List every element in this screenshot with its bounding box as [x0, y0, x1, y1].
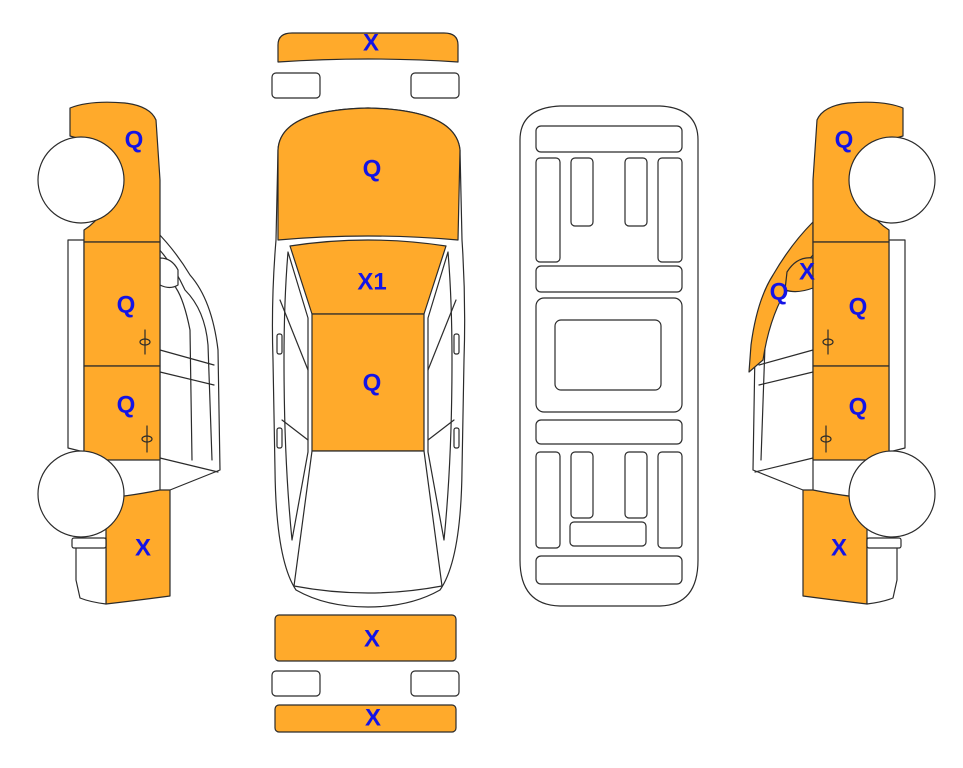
right-rear-door-handle — [820, 425, 832, 453]
label-rear-bumper-lower: X — [365, 704, 381, 731]
underside-front-left-arm — [570, 157, 594, 227]
left-belt-line-1 — [159, 349, 215, 366]
top-right-door-line-2 — [427, 419, 455, 441]
underside-rear-right-rail — [657, 451, 683, 549]
top-right-handle — [453, 427, 460, 449]
damage-labels: X Q X1 Q X X Q Q Q X Q X Q Q Q X — [117, 29, 868, 731]
underside-front-left-rail — [535, 157, 561, 263]
front-bumper-panel — [277, 32, 459, 63]
label-right-a-pillar-q: Q — [770, 278, 789, 305]
label-left-rear-door: Q — [117, 391, 136, 418]
top-left-door-line-2 — [281, 419, 309, 441]
left-front-wheel — [37, 136, 125, 224]
left-rear-lamp — [71, 537, 107, 549]
label-front-bumper: X — [363, 29, 379, 56]
underside-rear-right-arm — [624, 451, 648, 519]
left-mirror — [159, 257, 179, 289]
label-hood: Q — [363, 155, 382, 182]
right-rear-wheel — [848, 450, 936, 538]
underside-front-right-arm — [624, 157, 648, 227]
right-belt-line-1 — [758, 349, 814, 366]
left-body-outline — [67, 239, 85, 453]
underside-rear-crossmember — [535, 555, 683, 585]
left-belt-line-2 — [159, 371, 215, 386]
left-sill-line — [159, 457, 219, 473]
underside-rear-left-rail — [535, 451, 561, 549]
label-right-rear-quarter: X — [831, 534, 847, 561]
rear-window — [293, 450, 443, 594]
label-roof: Q — [363, 369, 382, 396]
left-rear-door-handle — [141, 425, 153, 453]
roof-panel — [311, 313, 425, 452]
rear-left-lamp — [271, 670, 321, 697]
left-rear-wheel — [37, 450, 125, 538]
left-cabin — [154, 229, 221, 496]
right-front-wheel — [848, 136, 936, 224]
right-side-view — [748, 101, 936, 605]
underside-front-right-rail — [657, 157, 683, 263]
label-right-front-door: Q — [849, 293, 868, 320]
top-view — [271, 32, 466, 733]
rear-right-lamp — [410, 670, 460, 697]
rear-bumper-upper-panel — [274, 614, 457, 662]
label-right-a-pillar-x: X — [799, 258, 815, 285]
front-right-lamp — [410, 72, 460, 99]
right-front-door-handle — [822, 329, 834, 355]
left-front-door-handle — [139, 329, 151, 355]
label-windshield: X1 — [357, 268, 386, 295]
left-window-line — [154, 244, 213, 461]
label-left-rear-quarter: X — [135, 534, 151, 561]
underside-mid-crossmember-2 — [535, 419, 683, 445]
underside-tunnel — [554, 319, 662, 391]
rear-bumper-lower-panel — [274, 704, 457, 733]
top-left-door-line — [279, 299, 309, 371]
right-rear-quarter-panel — [802, 489, 868, 605]
underside-front-crossmember — [535, 125, 683, 153]
top-right-mirror — [453, 333, 460, 355]
underside-fuel-tank — [569, 521, 647, 547]
right-mirror-panel — [784, 257, 814, 293]
right-rear-lamp — [866, 537, 902, 549]
label-right-rear-door: Q — [849, 393, 868, 420]
right-sill-line — [754, 457, 814, 473]
hood-panel — [277, 107, 461, 241]
label-left-front-door: Q — [117, 291, 136, 318]
top-left-mirror — [276, 333, 283, 355]
label-rear-bumper-upper: X — [364, 625, 380, 652]
underside-rear-left-arm — [570, 451, 594, 519]
left-rear-bumper-side — [75, 537, 107, 605]
left-side-view — [37, 101, 221, 605]
right-rear-bumper-side — [866, 537, 898, 605]
underside-view — [519, 105, 699, 607]
right-body-outline — [888, 239, 906, 453]
left-front-door-panel — [83, 241, 161, 367]
right-belt-line-2 — [758, 371, 814, 386]
top-right-door-line — [427, 299, 457, 371]
left-rear-quarter-panel — [105, 489, 171, 605]
top-left-handle — [276, 427, 283, 449]
label-left-front-fender: Q — [125, 126, 144, 153]
underside-mid-crossmember-1 — [535, 265, 683, 293]
windshield-panel — [289, 239, 447, 315]
front-left-lamp — [271, 72, 321, 99]
label-right-front-fender: Q — [835, 126, 854, 153]
